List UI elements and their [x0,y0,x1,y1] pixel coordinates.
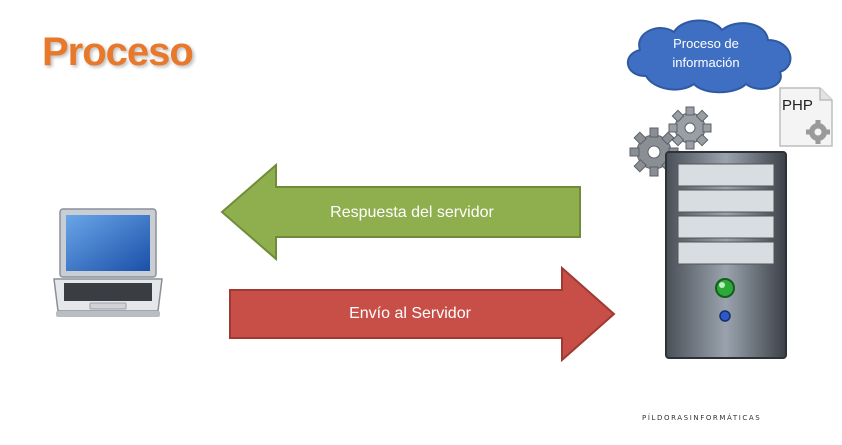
cloud-label-line2: información [672,55,740,70]
laptop-icon [53,208,163,317]
cloud-label-line1: Proceso de [673,36,739,51]
request-arrow-label: Envío al Servidor [349,305,471,322]
cloud-label: Proceso de información [632,34,780,72]
response-arrow-label: Respuesta del servidor [330,204,494,221]
footer-brand: PÍLDORASINFORMÁTICAS [642,414,762,422]
php-document-icon [779,87,833,147]
php-label: PHP [782,97,813,114]
cloud-icon [627,19,792,94]
server-tower-icon [665,151,787,359]
slide-title: Proceso [42,30,194,74]
response-arrow [220,163,581,261]
request-arrow [229,266,616,362]
